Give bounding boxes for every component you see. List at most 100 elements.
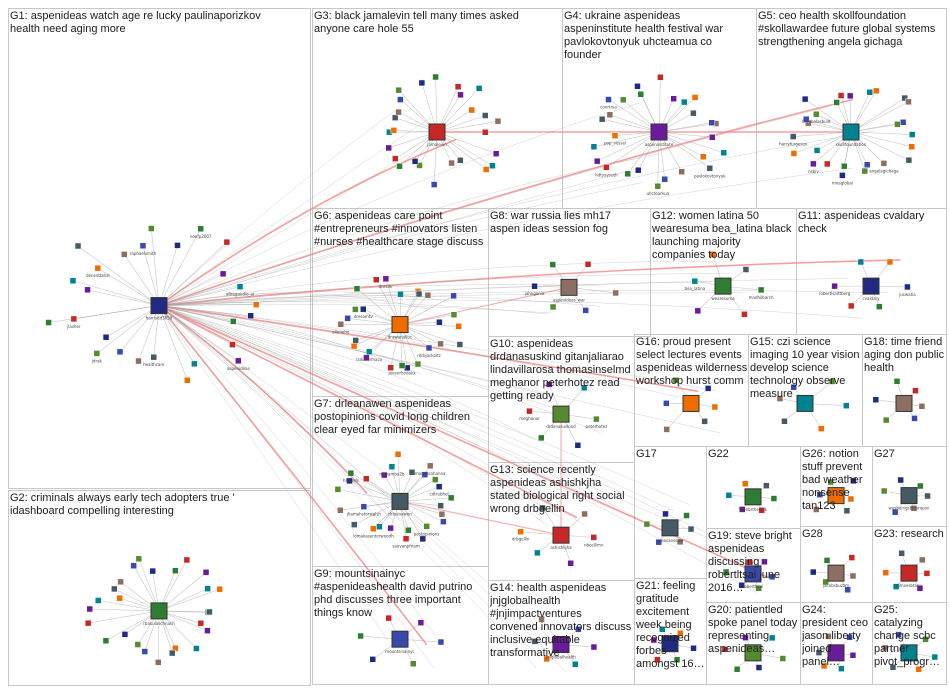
- node-g5-4: [863, 161, 871, 168]
- node-g6-3: [425, 344, 433, 352]
- node-g10-5: [580, 384, 588, 392]
- cross-edge-g3-1: [158, 117, 432, 306]
- node-g28-3: [810, 568, 817, 576]
- node-g13-4: [539, 504, 546, 512]
- node-g24-0: [849, 652, 857, 659]
- node-g28-4: [823, 557, 831, 564]
- node-label-g1-5: deneddahal: [86, 273, 110, 278]
- node-g4-6: [654, 182, 662, 190]
- node-g1-9: [93, 350, 101, 357]
- node-g26-1: [843, 507, 851, 515]
- group-box-g9: [312, 566, 489, 685]
- node-g10-1: [574, 442, 582, 449]
- node-g25-4: [895, 631, 902, 638]
- node-g8-2: [549, 303, 557, 311]
- cross-edge-g16-2: [158, 305, 680, 398]
- node-g6-6: [398, 362, 406, 369]
- node-g15-3: [776, 395, 784, 402]
- node-g5-21: [872, 87, 880, 95]
- node-g13-2: [534, 549, 541, 557]
- cross-edge-g11-3: [158, 290, 888, 306]
- node-g8-1: [582, 307, 589, 314]
- cross-edge-g8-2: [158, 284, 602, 306]
- node-g6-21: [415, 290, 423, 298]
- node-g4-18: [637, 91, 645, 98]
- node-g1-5: [184, 376, 191, 384]
- group-box-g27: [872, 446, 947, 527]
- node-g18-4: [893, 378, 901, 385]
- node-g5-10: [813, 147, 821, 154]
- edge-g7-25: [399, 497, 452, 502]
- node-g2-10: [102, 637, 110, 645]
- cross-edge-g9-2: [158, 305, 438, 639]
- cross-edge-g12-3: [158, 281, 712, 306]
- node-g1-11: [45, 319, 52, 326]
- node-g1-19: [148, 225, 155, 232]
- edge-g1-10: [105, 305, 160, 338]
- node-label-g6-6: dnrsihr: [379, 284, 393, 289]
- cross-edge-g17-0: [158, 305, 671, 535]
- node-g22-4: [741, 480, 749, 488]
- node-g2-21: [183, 556, 191, 564]
- node-g1-14: [69, 277, 77, 285]
- node-g1-24: [236, 283, 244, 290]
- edge-g1-12: [73, 305, 160, 320]
- cross-edge-g3-2: [158, 105, 402, 306]
- node-label-g6-3: tsdusurmaco: [356, 357, 382, 362]
- node-g23-4: [898, 550, 905, 557]
- node-g3-6: [430, 181, 438, 188]
- node-g3-9: [396, 162, 403, 170]
- edge-g4-25: [658, 122, 712, 133]
- node-g12-3: [691, 277, 699, 285]
- node-g5-9: [810, 160, 817, 168]
- node-g5-18: [837, 92, 845, 99]
- node-g16-1: [701, 418, 708, 425]
- cross-edge-g13-2: [158, 305, 565, 520]
- edge-g6-23: [399, 295, 454, 325]
- cross-edge-g14-2: [158, 305, 537, 668]
- cross-edge-g19-3: [158, 305, 758, 594]
- node-g7-23: [432, 476, 439, 483]
- node-label-g12-2: mndhilbarch: [749, 295, 774, 300]
- edge-g1-13: [87, 289, 160, 306]
- node-label-g6-0: drawanalitic: [388, 335, 412, 340]
- cross-edge-g17-2: [158, 305, 675, 512]
- cross-edge-g17-1: [158, 305, 662, 531]
- node-g7-17: [381, 471, 388, 479]
- cross-edge-g11-1: [158, 299, 863, 319]
- node-g23-1: [916, 585, 924, 592]
- node-g2-5: [168, 649, 176, 657]
- node-g1-4: [191, 360, 198, 368]
- node-g4-14: [606, 111, 614, 119]
- node-g28-1: [844, 586, 851, 594]
- cross-edge-g4-0: [158, 182, 643, 306]
- node-g1-18: [139, 242, 147, 250]
- node-g4-17: [634, 83, 641, 90]
- node-label-g1-0: harrisdd3650: [146, 316, 173, 321]
- node-g6-17: [372, 276, 380, 283]
- edge-g6-13: [347, 317, 401, 325]
- node-g3-2: [489, 162, 496, 169]
- node-g9-3: [357, 632, 364, 640]
- node-g19-4: [745, 558, 753, 566]
- cross-edge-g7-0: [158, 304, 368, 494]
- node-g9-4: [385, 614, 392, 622]
- node-g19-5: [761, 558, 768, 566]
- group-box-g5: [756, 8, 947, 209]
- node-label-g27-0: wesbeingsbiopropsn: [889, 506, 930, 511]
- node-g6-16: [353, 285, 361, 292]
- node-g25-2: [889, 663, 897, 671]
- node-g3-4: [457, 157, 464, 164]
- node-g3-16: [397, 96, 404, 103]
- node-g6-4: [414, 360, 422, 368]
- node-label-g2-0: rbakulaschnach: [143, 621, 175, 626]
- node-g5-23: [905, 98, 912, 106]
- node-g1-21: [197, 225, 204, 233]
- node-g7-19: [394, 451, 402, 458]
- node-g7-8: [376, 523, 383, 530]
- edge-g1-16: [77, 245, 160, 306]
- hub-node-g19: [744, 565, 762, 583]
- node-g5-15: [813, 110, 820, 118]
- cross-edge-g10-1: [158, 305, 601, 433]
- group-box-g24: [800, 602, 873, 685]
